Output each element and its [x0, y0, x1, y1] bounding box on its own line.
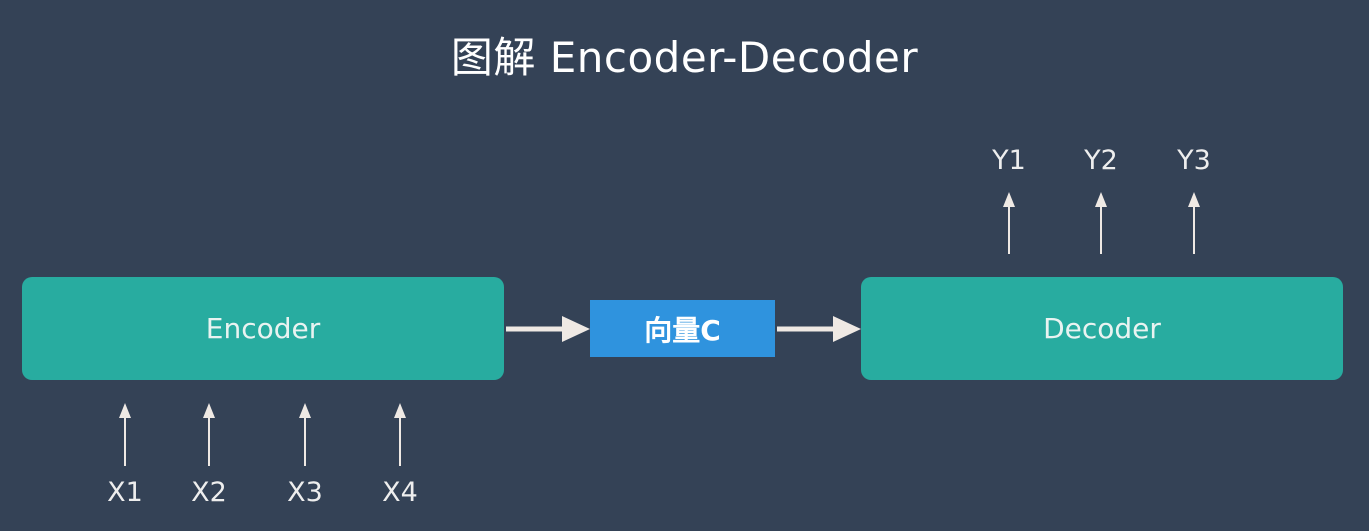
- input-label-x2: X2: [191, 477, 227, 508]
- output-label-y3: Y3: [1177, 145, 1211, 176]
- arrow-input-x4: [394, 403, 406, 466]
- arrow-input-x1: [119, 403, 131, 466]
- arrow-encoder-to-vector: [506, 316, 590, 342]
- diagram-title: 图解 Encoder-Decoder: [450, 33, 919, 82]
- context-vector-block: 向量C: [590, 300, 775, 357]
- arrow-input-x3: [299, 403, 311, 466]
- context-vector-label: 向量C: [644, 313, 721, 347]
- encoder-block: Encoder: [22, 277, 504, 380]
- encoder-label: Encoder: [205, 312, 321, 345]
- arrow-output-y1: [1003, 192, 1015, 254]
- arrow-output-y2: [1095, 192, 1107, 254]
- arrow-output-y3: [1188, 192, 1200, 254]
- arrow-vector-to-decoder: [777, 316, 861, 342]
- decoder-label: Decoder: [1043, 312, 1161, 345]
- output-label-y1: Y1: [992, 145, 1026, 176]
- input-label-x1: X1: [107, 477, 143, 508]
- output-label-y2: Y2: [1084, 145, 1118, 176]
- decoder-block: Decoder: [861, 277, 1343, 380]
- arrow-input-x2: [203, 403, 215, 466]
- input-label-x3: X3: [287, 477, 323, 508]
- input-label-x4: X4: [382, 477, 418, 508]
